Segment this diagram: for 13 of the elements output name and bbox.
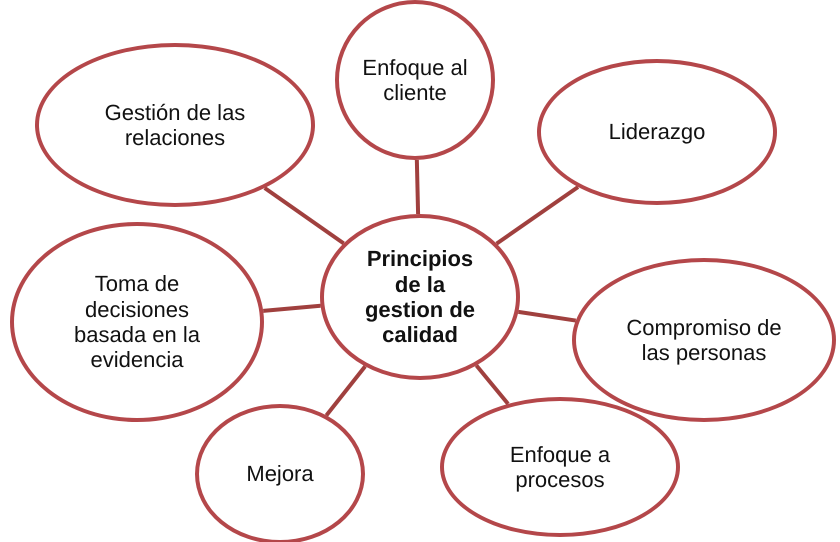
topic-label: Compromiso de las personas bbox=[625, 314, 783, 366]
central-topic: Principios de la gestion de calidad bbox=[364, 246, 476, 348]
topic-label: Mejora bbox=[245, 461, 315, 487]
connector-line bbox=[518, 310, 576, 323]
topic-label: Liderazgo bbox=[608, 119, 706, 145]
topic-label: Enfoque a procesos bbox=[508, 442, 612, 492]
connector-line bbox=[263, 304, 321, 313]
topic-label: Gestión de las relaciones bbox=[104, 100, 246, 150]
connector-line bbox=[414, 160, 420, 214]
connector-line bbox=[264, 186, 345, 246]
topic-label: Enfoque al cliente bbox=[361, 54, 469, 106]
connector-line bbox=[495, 185, 580, 246]
topic-label: Toma de decisiones basada en la evidencia bbox=[73, 271, 201, 373]
